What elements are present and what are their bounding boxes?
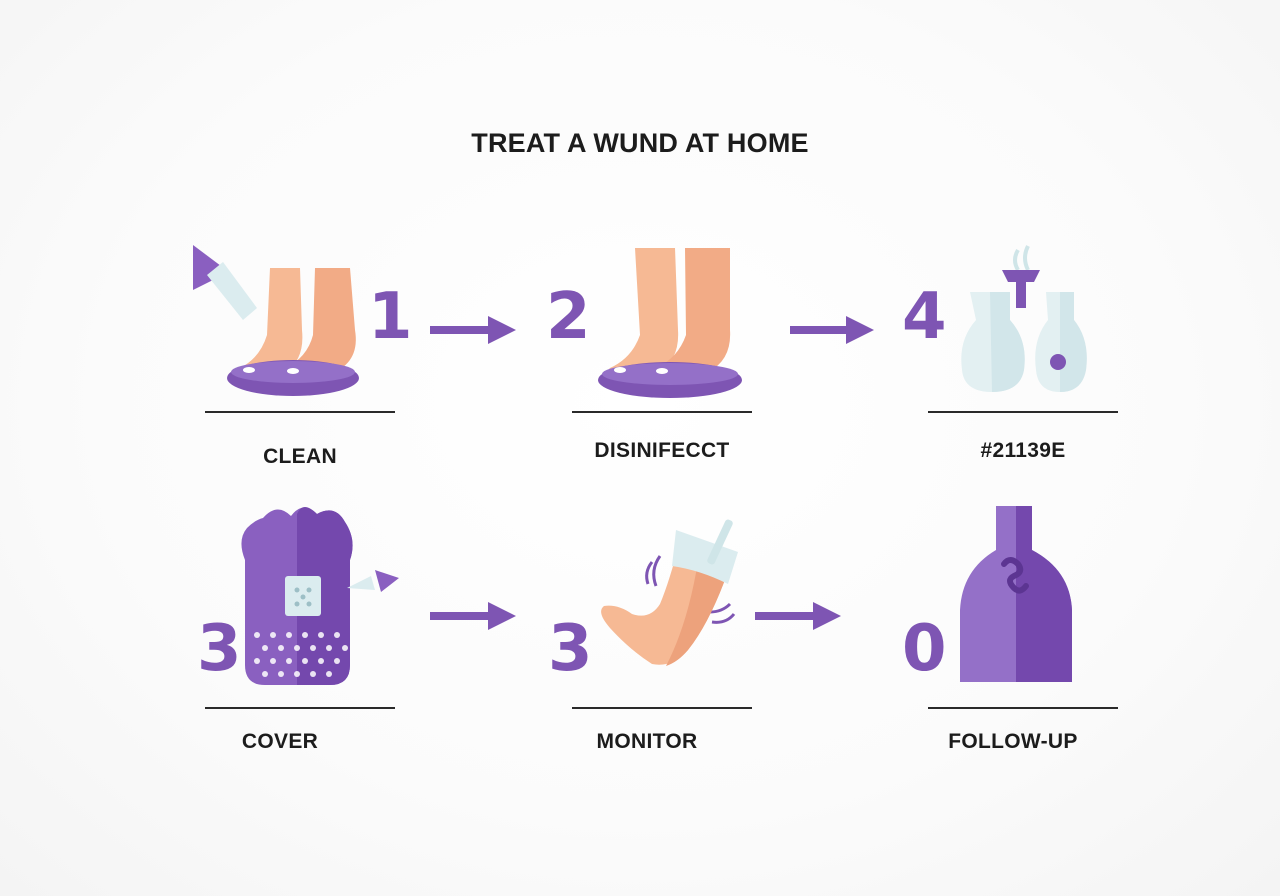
arrow-right-icon bbox=[790, 314, 880, 351]
step-divider bbox=[928, 411, 1118, 413]
arrow-right-icon bbox=[430, 314, 520, 351]
step-bottles: 4 #21139E bbox=[900, 240, 1130, 480]
step-divider bbox=[205, 411, 395, 413]
feet-cushion-icon bbox=[598, 248, 742, 398]
step-disinfect: 2 DISINIFECCT bbox=[540, 240, 770, 480]
step-divider bbox=[205, 707, 395, 709]
arrow-right-icon bbox=[755, 600, 845, 637]
step-follow-up: 0 FOLLOW-UP bbox=[900, 500, 1130, 770]
step-number: 3 bbox=[197, 612, 242, 686]
step-divider bbox=[928, 707, 1118, 709]
step-label: MONITOR bbox=[596, 730, 698, 753]
step-number: 3 bbox=[548, 612, 593, 686]
step-label: FOLLOW-UP bbox=[948, 730, 1078, 753]
step-label: DISINIFECCT bbox=[594, 439, 730, 462]
step-monitor: 3 MONITOR bbox=[540, 500, 770, 770]
step-label: COVER bbox=[241, 730, 319, 753]
step-number: 4 bbox=[902, 280, 947, 354]
step-divider bbox=[572, 411, 752, 413]
bottles-icon bbox=[961, 245, 1087, 392]
step-number: 2 bbox=[546, 280, 591, 354]
vase-bottle-icon bbox=[960, 506, 1072, 682]
leg-bandage-icon bbox=[601, 519, 738, 666]
bandage-pouch-icon bbox=[241, 507, 399, 685]
step-clean: 1 CLEAN bbox=[185, 240, 415, 480]
step-label: #21139E bbox=[980, 439, 1066, 462]
step-label: CLEAN bbox=[263, 445, 337, 468]
step-number: 0 bbox=[902, 612, 947, 686]
arrow-right-icon bbox=[430, 600, 520, 637]
step-divider bbox=[572, 707, 752, 709]
step-number: 1 bbox=[368, 280, 413, 354]
step-cover: 3 COVER bbox=[185, 500, 415, 770]
page-title: TREAT A WUND AT HOME bbox=[471, 128, 809, 158]
feet-cushion-spray-icon bbox=[193, 245, 359, 396]
